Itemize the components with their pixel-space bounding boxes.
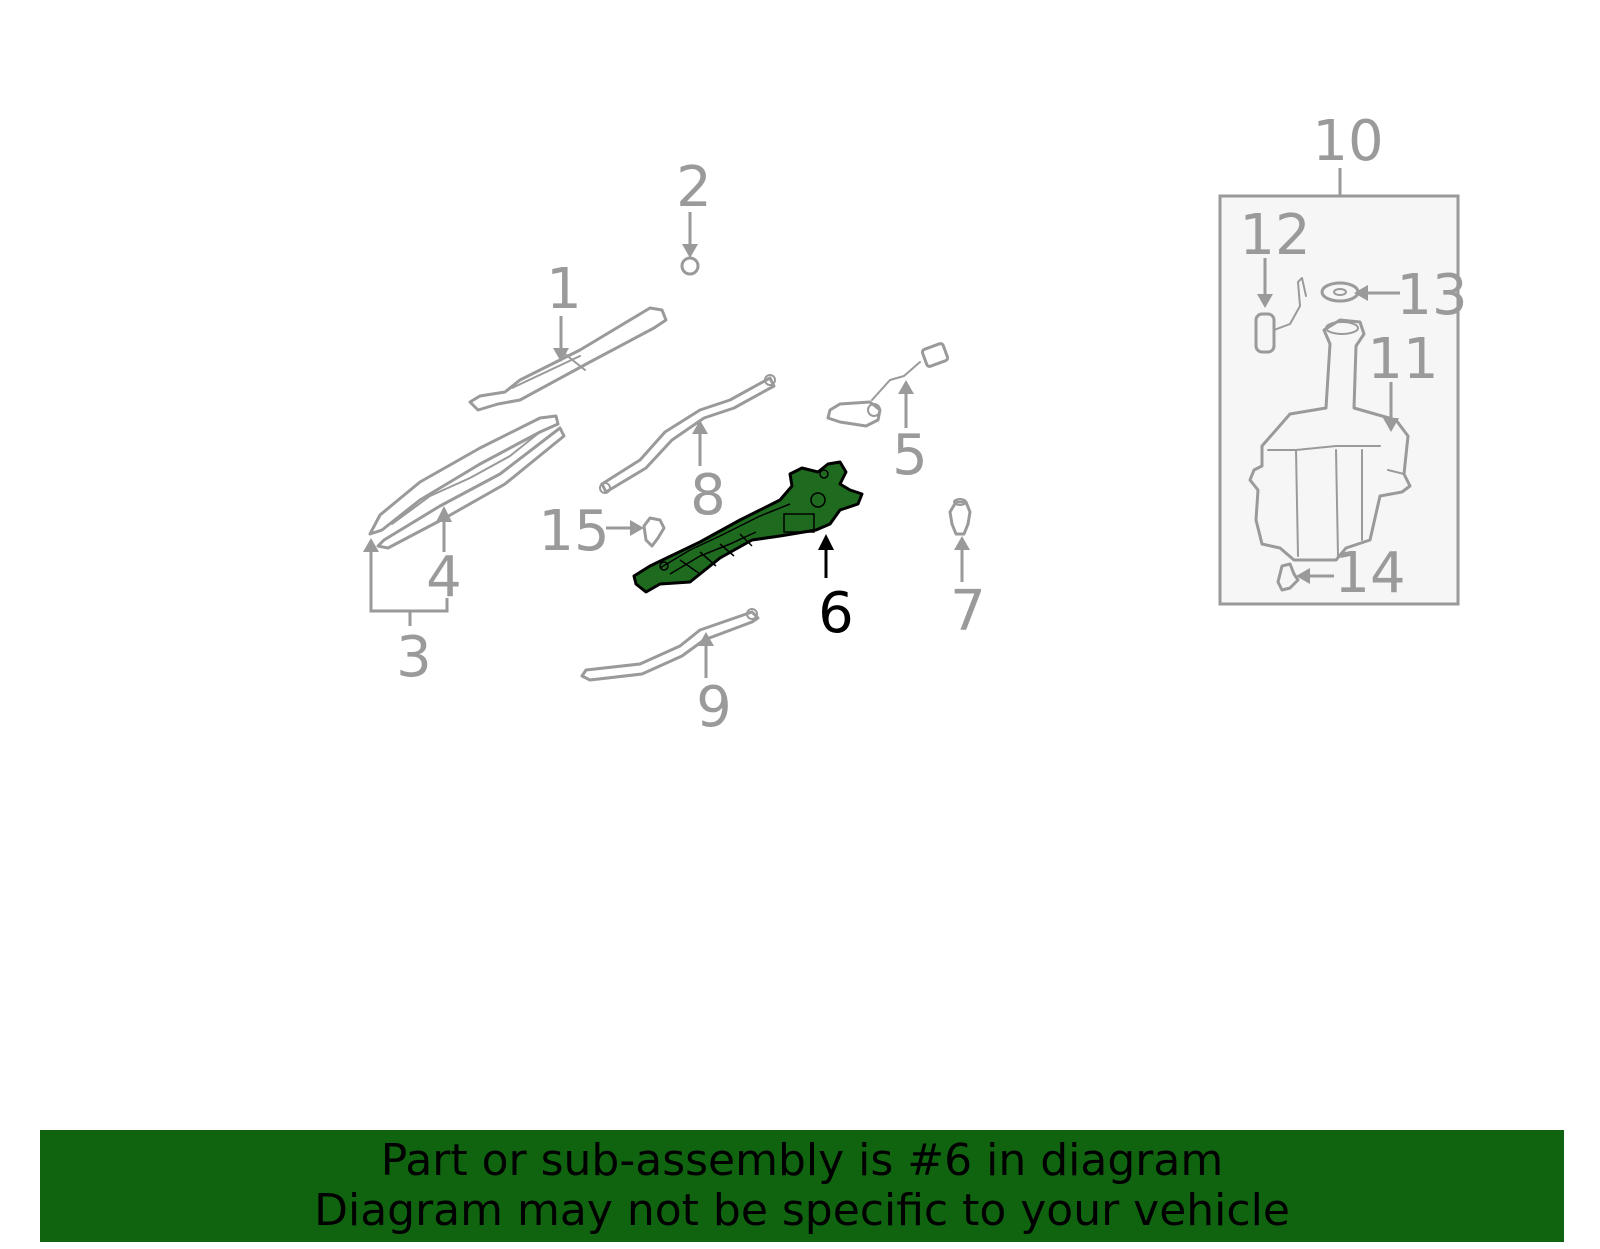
part-8-link-rod [599, 374, 776, 494]
part-7-grommet [948, 498, 972, 536]
part-11-reservoir [1248, 318, 1412, 562]
callout-5-arrow [898, 380, 914, 394]
part-6-linkage-frame [632, 460, 864, 594]
callout-14-arrow [1296, 568, 1310, 584]
callout-4-label: 4 [426, 545, 462, 610]
part-1-wiper-arm [468, 306, 668, 412]
callout-8-label: 8 [690, 463, 726, 528]
callout-15-label: 15 [538, 499, 609, 564]
callout-9-arrow [698, 632, 714, 646]
callout-14-label: 14 [1334, 541, 1405, 606]
info-banner: Part or sub-assembly is #6 in diagram Di… [40, 1130, 1564, 1242]
callout-9-label: 9 [696, 675, 732, 740]
part-12-washer-pump [1254, 277, 1307, 354]
callout-2-arrow [682, 244, 698, 258]
callout-5-label: 5 [892, 423, 928, 488]
callout-11-label: 11 [1367, 327, 1438, 392]
callout-11-arrow [1383, 418, 1399, 432]
callout-6-label: 6 [818, 581, 854, 646]
callout-3-arrow [363, 538, 379, 552]
part-3-4-wiper-blade [368, 414, 566, 550]
callout-4-arrow [436, 506, 452, 522]
callout-12-arrow [1257, 294, 1273, 308]
part-5-wiper-motor [826, 342, 950, 428]
callout-1-arrow [553, 348, 569, 362]
callout-8-arrow [692, 420, 708, 434]
banner-line-part-number: Part or sub-assembly is #6 in diagram [380, 1135, 1224, 1186]
callout-7-arrow [954, 536, 970, 550]
part-9-link-rod [580, 608, 760, 682]
callout-6-arrow [818, 534, 834, 550]
part-2-nut [680, 256, 700, 276]
part-14-grommet [1276, 562, 1300, 592]
callout-7-label: 7 [950, 579, 986, 644]
part-15-clip [642, 516, 666, 548]
callout-12-label: 12 [1239, 203, 1310, 268]
callout-3-label: 3 [396, 625, 432, 690]
callout-10-label: 10 [1312, 109, 1383, 174]
banner-line-disclaimer: Diagram may not be specific to your vehi… [314, 1185, 1290, 1236]
callout-1-label: 1 [546, 257, 582, 322]
callout-15-arrow [630, 520, 644, 536]
callout-2-label: 2 [676, 155, 712, 220]
callout-13-label: 13 [1396, 263, 1467, 328]
callout-13-arrow [1354, 285, 1368, 301]
